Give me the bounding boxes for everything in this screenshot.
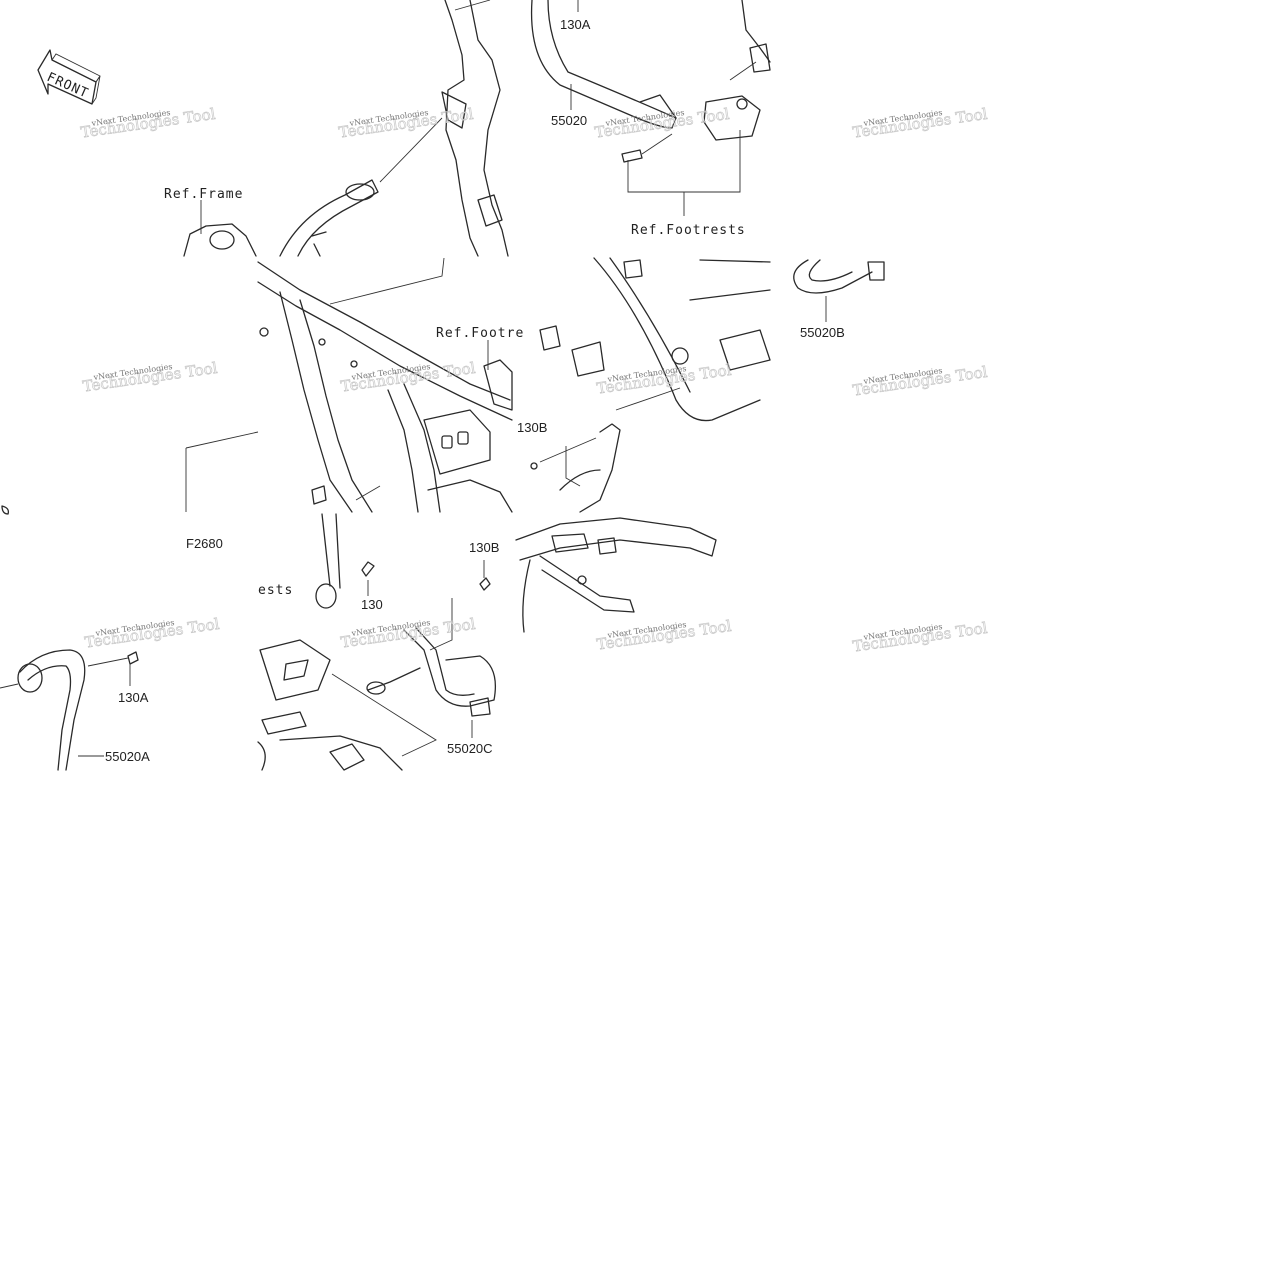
label-55020c: 55020C (447, 741, 493, 756)
label-f2680: F2680 (186, 536, 223, 551)
label-130: 130 (361, 597, 383, 612)
label-ref-footrests-top: Ref.Footrests (631, 223, 746, 238)
watermark: Technologies Tool vNext Technologies (337, 104, 475, 141)
watermark: Technologies Tool vNext Technologies (851, 618, 989, 655)
watermark: Technologies Tool vNext Technologies (79, 104, 217, 141)
footrest-area-drawing (515, 517, 717, 633)
front-label: FRONT (44, 70, 90, 102)
ref-frame-bracket-drawing (183, 200, 257, 257)
crash-bar-55020-drawing (530, 0, 771, 216)
crash-bar-55020c-drawing (366, 560, 497, 738)
label-ref-footrests-left: ests (258, 583, 293, 598)
watermark: Technologies Tool vNext Technologies (83, 614, 221, 651)
watermark: Technologies Tool vNext Technologies (851, 362, 989, 399)
watermark: Technologies Tool vNext Technologies (595, 360, 733, 397)
label-130a-top: 130A (560, 17, 591, 32)
frame-downtube-drawing (279, 0, 509, 257)
watermark: Technologies Tool vNext Technologies (339, 614, 477, 651)
frame-side-drawing (530, 257, 771, 513)
label-55020b: 55020B (800, 325, 845, 340)
watermark: Technologies Tool vNext Technologies (339, 358, 477, 395)
watermark: Technologies Tool vNext Technologies (595, 616, 733, 653)
label-ref-frame: Ref.Frame (164, 187, 243, 202)
label-130a-low: 130A (118, 690, 149, 705)
watermark: Technologies Tool vNext Technologies (851, 104, 989, 141)
label-55020: 55020 (551, 113, 587, 128)
label-ref-footrests-mid: Ref.Footre (436, 326, 524, 341)
crash-bar-55020b-drawing (793, 259, 885, 322)
main-frame-drawing (185, 257, 513, 513)
watermark: Technologies Tool vNext Technologies (81, 358, 219, 395)
label-130b-mid: 130B (517, 420, 547, 435)
frame-lower-drawing (257, 513, 437, 771)
label-130b-low: 130B (469, 540, 499, 555)
watermark-group: Technologies Tool vNext Technologies Tec… (79, 104, 989, 655)
label-55020a: 55020A (105, 749, 150, 764)
front-arrow-icon: FRONT (37, 49, 101, 105)
crash-bar-55020a-drawing (0, 505, 139, 771)
